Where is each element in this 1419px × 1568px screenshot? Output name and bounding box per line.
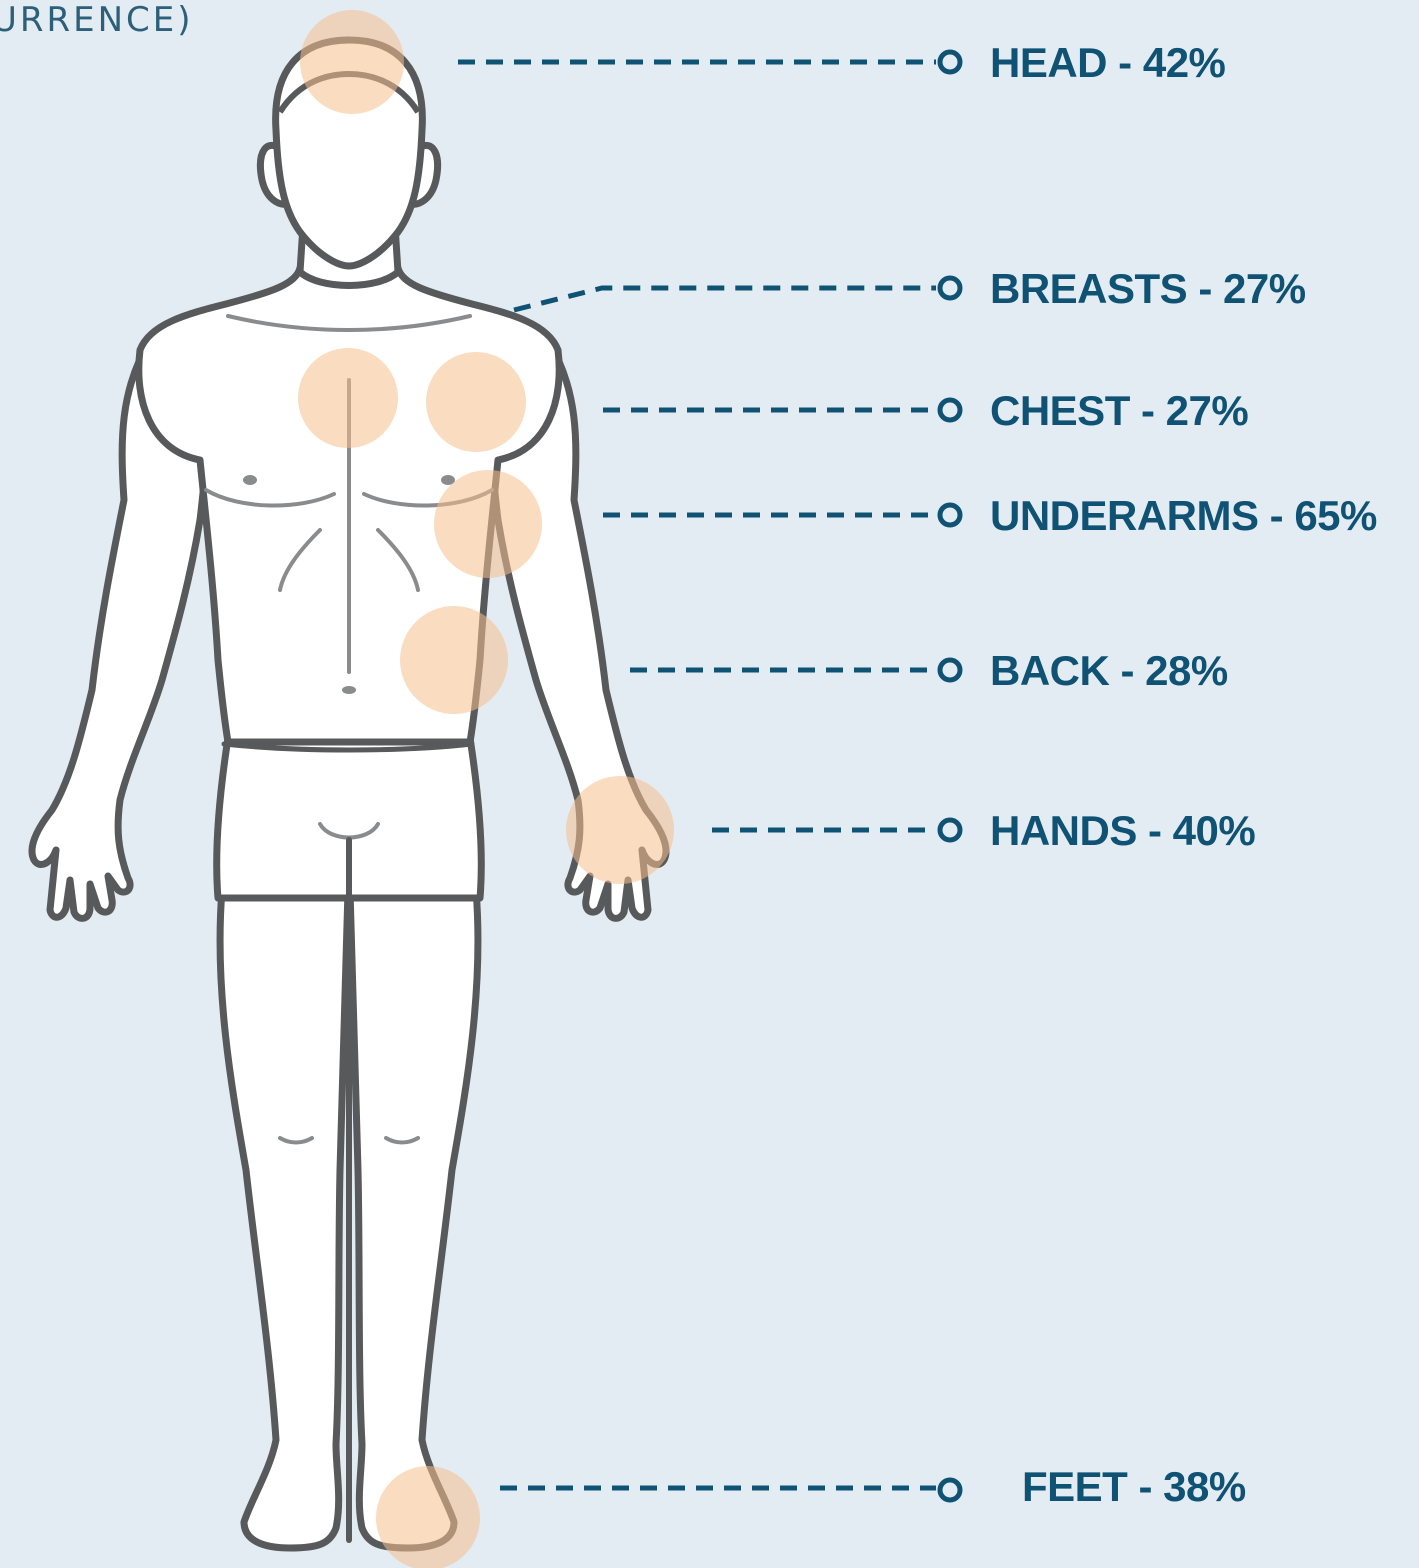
head-spot xyxy=(300,10,404,114)
foot-spot xyxy=(376,1466,480,1568)
marker-hands xyxy=(940,820,960,840)
label-underarms: UNDERARMS - 65% xyxy=(990,495,1377,537)
leader-lines xyxy=(458,62,936,1488)
label-breasts: BREASTS - 27% xyxy=(990,268,1306,310)
hand-spot xyxy=(566,776,674,884)
leader-breasts xyxy=(514,288,936,310)
label-feet: FEET - 38% xyxy=(1022,1466,1246,1508)
marker-feet xyxy=(940,1480,960,1500)
breast-spot-left xyxy=(298,348,398,448)
right-leg xyxy=(350,890,478,1548)
marker-back xyxy=(940,660,960,680)
marker-head xyxy=(940,52,960,72)
label-chest: CHEST - 27% xyxy=(990,390,1248,432)
leader-end-markers xyxy=(940,52,960,1500)
label-hands: HANDS - 40% xyxy=(990,810,1255,852)
underarm-spot xyxy=(434,470,542,578)
label-back: BACK - 28% xyxy=(990,650,1228,692)
marker-chest xyxy=(940,400,960,420)
label-head: HEAD - 42% xyxy=(990,42,1225,84)
left-leg xyxy=(220,890,348,1548)
marker-breasts xyxy=(940,278,960,298)
back-spot xyxy=(400,606,508,714)
breast-spot-right xyxy=(426,352,526,452)
marker-underarms xyxy=(940,505,960,525)
